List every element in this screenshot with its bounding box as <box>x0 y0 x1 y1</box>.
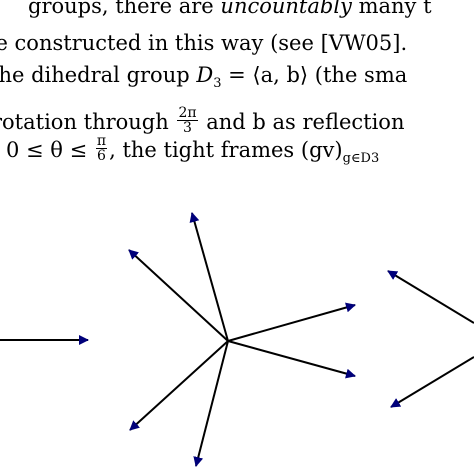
frame-3 <box>387 270 474 408</box>
math-expression: = ⟨a, b⟩ <box>221 63 309 87</box>
math-subscript: g∈D3 <box>342 151 380 167</box>
text-fragment: the dihedral group <box>0 63 197 87</box>
frame-vector <box>189 212 229 342</box>
frame-vector <box>387 270 474 324</box>
text-fragment: groups, there are <box>28 0 221 18</box>
text-fragment: be constructed in this way (see [VW05]. <box>0 31 408 55</box>
text-fragment: , the tight frames (gv) <box>109 138 343 162</box>
fraction-denominator: 3 <box>183 120 192 136</box>
text-line-1: groups, there are uncountably many t <box>28 0 432 18</box>
text-line-2: be constructed in this way (see [VW05]. <box>0 31 407 55</box>
fraction-numerator: 2π <box>177 105 198 121</box>
frame-vector <box>227 302 356 342</box>
frame-vector <box>128 249 229 342</box>
frame-vector <box>129 340 229 431</box>
math-expression: 0 ≤ θ ≤ <box>6 138 94 162</box>
math-subscript: 3 <box>213 76 222 92</box>
frame-vector <box>227 340 356 379</box>
emphasis-text: uncountably <box>220 0 352 18</box>
fraction-denominator: 6 <box>97 148 106 164</box>
text-fragment: and b as reflection <box>199 110 405 134</box>
fraction-numerator: π <box>95 133 108 149</box>
frame-vector <box>193 340 229 467</box>
text-fragment: (the sma <box>308 63 408 87</box>
frame-vector <box>390 356 474 408</box>
tight-frames-figure <box>0 212 474 467</box>
frame-2 <box>128 212 356 467</box>
paper-text: groups, there are uncountably many t be … <box>0 0 474 205</box>
text-line-3: the dihedral group D3 = ⟨a, b⟩ (the sma <box>0 63 407 96</box>
math-symbol: D <box>196 63 214 87</box>
text-fragment: rotation through <box>0 110 176 134</box>
text-fragment: many t <box>351 0 432 18</box>
